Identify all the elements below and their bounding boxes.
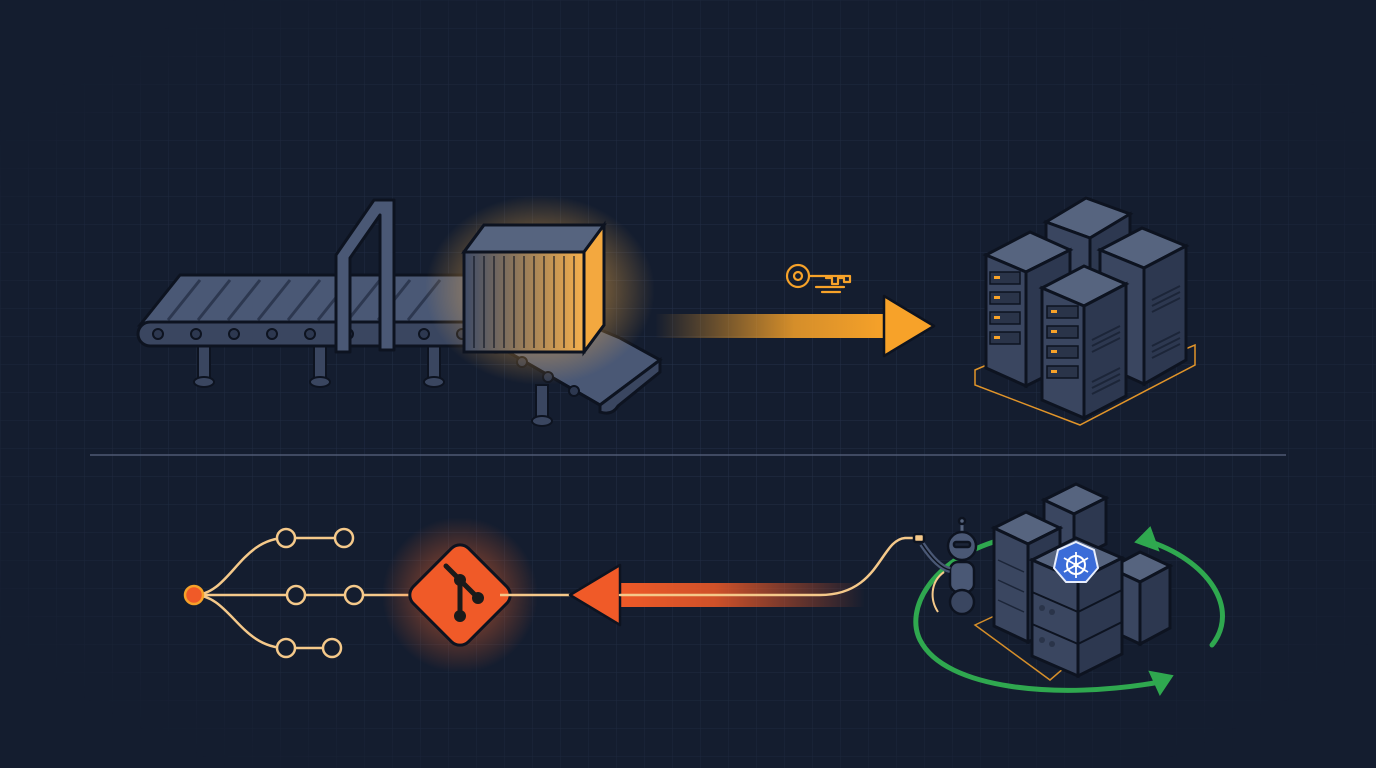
key-icon — [785, 263, 852, 294]
arrow-right — [655, 294, 936, 358]
git-logo — [382, 517, 538, 673]
arrow-left — [568, 536, 920, 627]
kubernetes-cluster — [973, 482, 1174, 681]
shipping-container — [425, 195, 655, 385]
server-rack-cluster — [974, 196, 1196, 426]
kubernetes-icon — [1052, 540, 1100, 583]
robot-figure — [912, 516, 978, 616]
sync-loop — [913, 526, 1225, 697]
